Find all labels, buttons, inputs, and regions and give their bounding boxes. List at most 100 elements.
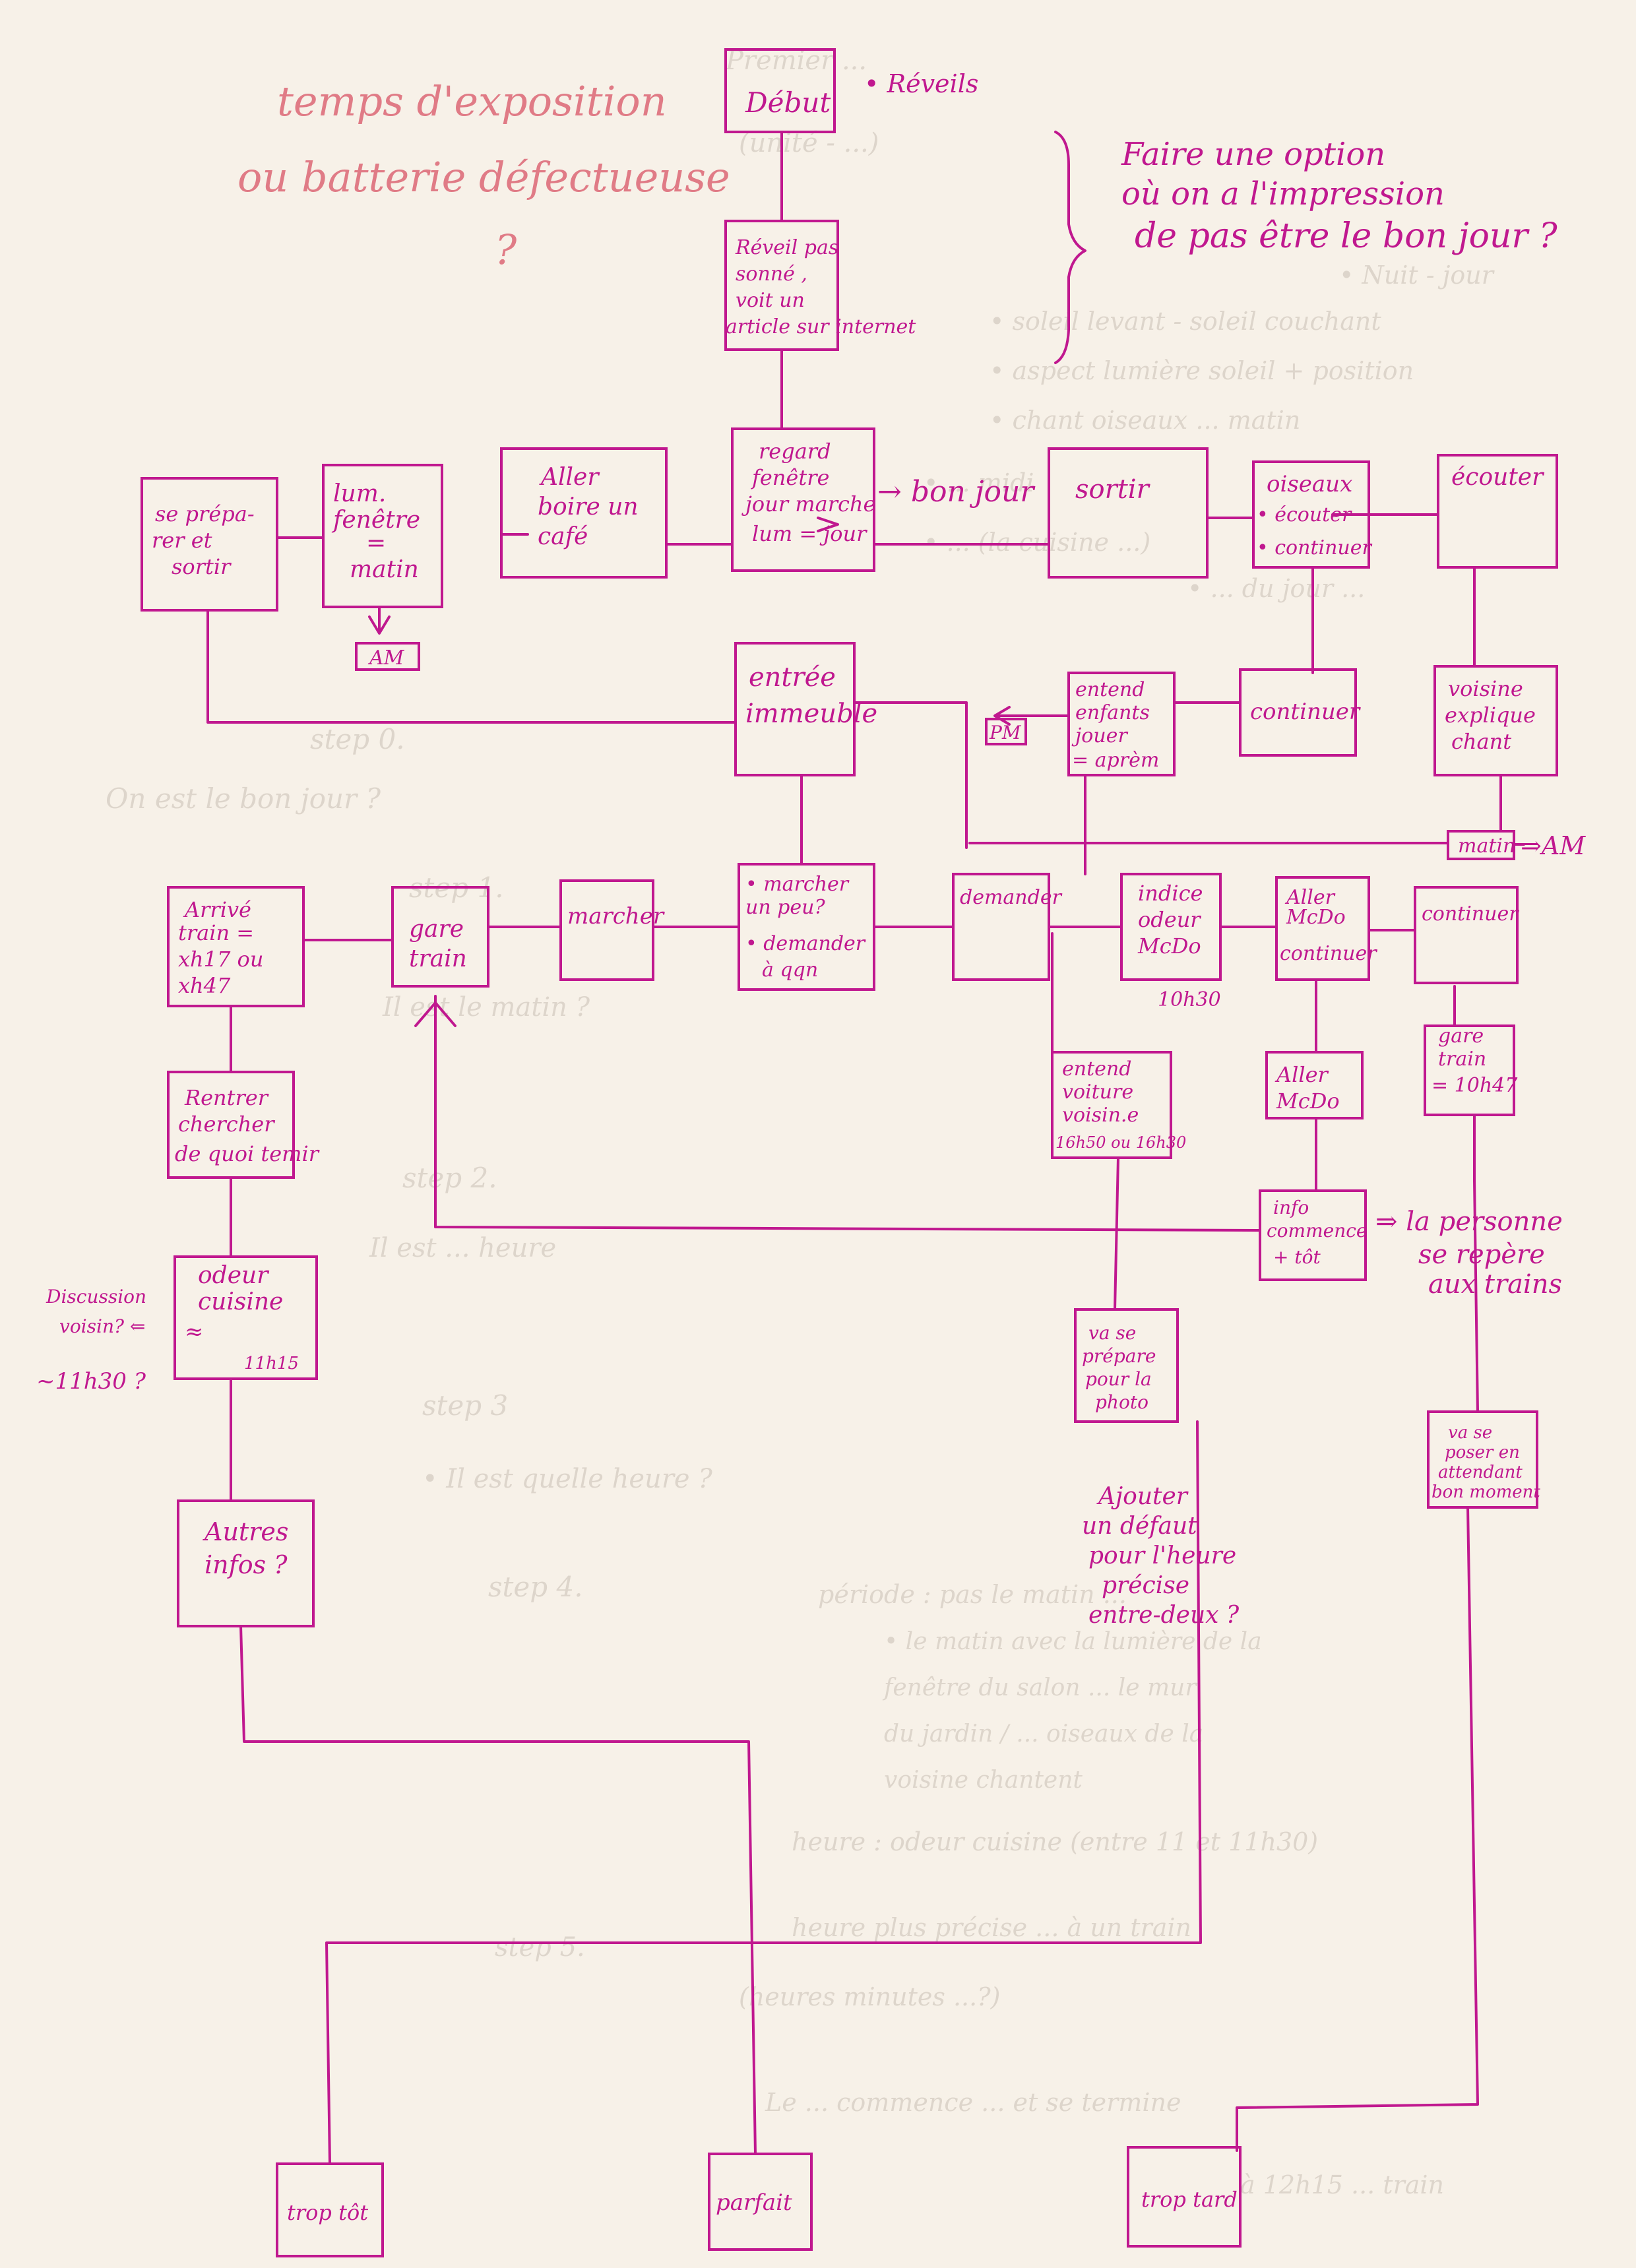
- node-label: à qqn: [762, 959, 818, 982]
- ghost-text: step 3: [422, 1389, 508, 1422]
- node-aller-mcdo-cont: Aller McDo continuer: [1275, 876, 1377, 981]
- aller-mcdo-cont-box: [1275, 876, 1370, 981]
- node-label: photo: [1095, 1391, 1148, 1413]
- ghost-text: • chant oiseaux ... matin: [990, 406, 1300, 435]
- title-line: ou batterie défectueuse: [237, 153, 730, 201]
- ghost-text: • le matin avec la lumière de la: [884, 1628, 1262, 1655]
- ghost-text: période : pas le matin ...: [818, 1580, 1127, 1609]
- node-label: un peu?: [745, 896, 825, 919]
- arrow-icon: [993, 706, 1011, 726]
- node-label: odeur: [1138, 907, 1201, 932]
- se-prepare-photo-box: [1074, 1308, 1179, 1423]
- parfait-box: [708, 2153, 813, 2251]
- node-label: xh17 ou: [178, 947, 263, 972]
- personne-note: se repère: [1418, 1240, 1545, 1270]
- node-label: • écouter: [1257, 503, 1352, 526]
- ghost-text: • ... (la cuisine ...): [924, 528, 1150, 557]
- node-arrive-train: Arrivé train = xh17 ou xh47: [167, 886, 305, 1007]
- ghost-text: heure plus précise ... à un train: [792, 1913, 1191, 1942]
- node-label: voit un: [736, 289, 805, 312]
- node-label: fenêtre: [331, 507, 420, 534]
- node-label: chant: [1451, 729, 1511, 754]
- aller-mcdo-box: [1265, 1051, 1364, 1119]
- node-regard: regard fenêtre jour marche lum = jour: [731, 427, 875, 572]
- node-label: se prépa-: [155, 501, 255, 526]
- ghost-text: step 0.: [310, 723, 405, 755]
- node-demander: demander: [952, 873, 1063, 981]
- ghost-text: du jardin / ... oiseaux de la: [884, 1720, 1203, 1748]
- ghost-text: (heures minutes ...?): [739, 1982, 1000, 2011]
- entend-voiture-box: [1051, 1051, 1172, 1159]
- node-label: immeuble: [745, 699, 877, 729]
- entree-box: [734, 642, 856, 776]
- arrows: [368, 517, 1011, 1027]
- ghost-text: step 4.: [488, 1571, 583, 1603]
- trop-tard-box: [1127, 2146, 1242, 2248]
- node-continuer-b: continuer: [1414, 886, 1519, 984]
- aller-cafe-box: [500, 447, 668, 579]
- continuer-b-box: [1414, 886, 1519, 984]
- ghost-text: step 2.: [402, 1162, 497, 1194]
- node-trop-tard: trop tard: [1127, 2146, 1242, 2248]
- node-aller-mcdo: Aller McDo: [1265, 1051, 1364, 1119]
- rentrer-box: [167, 1071, 295, 1179]
- ajouter-line: un défaut: [1082, 1513, 1197, 1540]
- node-label: de quoi temir: [175, 1141, 320, 1166]
- node-autres-infos: Autres infos ?: [177, 1499, 315, 1627]
- node-label: McDo: [1286, 906, 1346, 929]
- node-label: info: [1273, 1197, 1309, 1218]
- node-matin: matin: [1447, 830, 1515, 860]
- node-label: = 10h47: [1432, 1074, 1518, 1097]
- node-label: continuer: [1280, 942, 1377, 965]
- personne-note: ⇒ la personne: [1375, 1207, 1563, 1237]
- node-label: prépare: [1082, 1345, 1156, 1367]
- node-label: parfait: [716, 2189, 792, 2216]
- node-label: entend: [1062, 1057, 1131, 1081]
- ajouter-line: Ajouter: [1096, 1483, 1189, 1510]
- node-sortir: sortir: [1048, 447, 1209, 579]
- ghost-text: • Il est quelle heure ?: [422, 1464, 712, 1494]
- node-indice: indice odeur McDo: [1120, 873, 1222, 981]
- node-voisine: voisine explique chant: [1433, 665, 1558, 776]
- node-label: Autres: [203, 1517, 288, 1546]
- node-label: entrée: [749, 662, 836, 693]
- pm-tag: PM: [989, 722, 1022, 743]
- regard-box: [731, 427, 875, 572]
- node-gare-1047: gare train = 10h47: [1424, 1024, 1518, 1116]
- node-se-preparer: se prépa- rer et sortir: [141, 477, 278, 612]
- info-commence-box: [1259, 1189, 1367, 1281]
- node-label: 11h15: [244, 1354, 299, 1373]
- title-note: temps d'exposition ou batterie défectueu…: [237, 77, 730, 274]
- arrow-icon: [368, 615, 391, 635]
- node-label: continuer: [1422, 902, 1519, 926]
- node-gare-train: gare train: [391, 886, 489, 988]
- node-label: sortir: [172, 554, 232, 579]
- node-trop-tot: trop tôt: [276, 2162, 384, 2257]
- node-reveil: Réveil pas sonné , voit un article sur i…: [724, 220, 916, 351]
- voisine-box: [1433, 665, 1558, 776]
- node-continuer-a: continuer: [1239, 668, 1361, 757]
- node-label: trop tôt: [287, 2200, 368, 2225]
- trop-tot-box: [276, 2162, 384, 2257]
- node-label: voisin.e: [1062, 1104, 1139, 1127]
- curly-brace: [1054, 131, 1086, 364]
- node-label: sonné ,: [736, 263, 807, 286]
- ajouter-line: précise: [1102, 1572, 1189, 1599]
- node-label: ≈: [185, 1319, 204, 1345]
- node-label: va se: [1088, 1322, 1136, 1344]
- node-label: Début: [745, 86, 831, 119]
- matin-box: [1447, 830, 1515, 860]
- ecouter-box: [1437, 454, 1558, 569]
- comment-line: de pas être le bon jour ?: [1135, 216, 1558, 256]
- ghost-text: Le ... commence ... et se termine: [765, 2088, 1181, 2117]
- node-marcher-demander: • marcher un peu? • demander à qqn: [738, 863, 875, 991]
- node-label: McDo: [1137, 933, 1201, 959]
- node-label: cuisine: [198, 1288, 283, 1315]
- node-label: lum = jour: [752, 521, 867, 546]
- node-va-poser: va se poser en attendant bon moment: [1427, 1410, 1540, 1509]
- node-label: regard: [759, 439, 831, 464]
- connector: [325, 1420, 1202, 2165]
- se-preparer-box: [141, 477, 278, 612]
- node-label: trop tard: [1141, 2187, 1238, 2212]
